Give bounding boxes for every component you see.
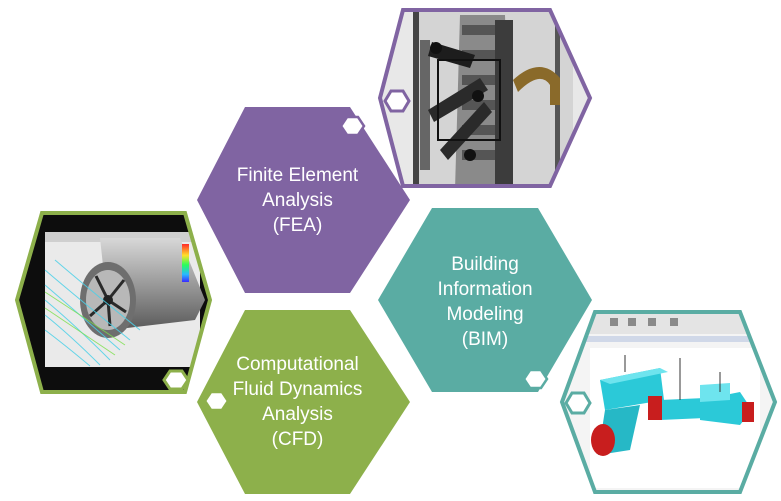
bim-label-line-3: Modeling [446,304,524,325]
hvac-ductwork-image [562,312,775,492]
fea-label: Finite Element Analysis (FEA) [215,163,380,238]
hex-badge-icon [564,391,592,415]
hex-badge-icon [339,115,366,137]
hex-badge-icon [383,89,411,113]
cfd-label-line-4: (CFD) [271,429,324,450]
cfd-image-hexagon [14,211,213,394]
fan-flow-simulation-image [17,213,210,392]
hex-badge-icon [162,369,190,391]
cfd-label-line-1: Computational [236,354,359,375]
cfd-label: Computational Fluid Dynamics Analysis (C… [210,352,385,452]
fea-hexagon [197,107,410,293]
fea-label-line-1: Finite Element [236,165,359,186]
cfd-label-line-2: Fluid Dynamics [232,379,363,400]
hex-badge-icon [203,390,230,412]
mechanical-linkage-image [380,10,590,186]
fea-image-hexagon [377,8,593,188]
bim-image-hexagon [559,310,778,494]
hex-badge-icon [522,368,549,390]
bim-label-line-1: Building [451,254,519,275]
fea-label-line-3: (FEA) [272,215,323,236]
bim-hexagon [378,208,592,392]
cfd-label-line-3: Analysis [262,404,333,425]
bim-label-line-2: Information [437,279,533,300]
cfd-hexagon [197,310,410,494]
bim-label-line-4: (BIM) [461,329,509,350]
fea-label-line-2: Analysis [262,190,333,211]
bim-label: Building Information Modeling (BIM) [400,252,570,352]
